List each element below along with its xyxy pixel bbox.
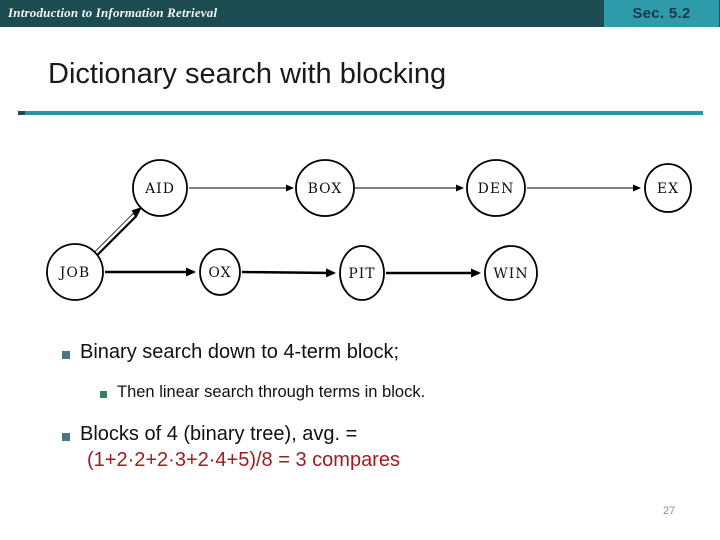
title-rule xyxy=(18,111,703,115)
node-label-den: DEN xyxy=(478,181,515,197)
node-win: WIN xyxy=(484,245,538,301)
bullet-1-text: Binary search down to 4-term block; xyxy=(80,341,400,363)
node-ex: EX xyxy=(644,163,692,213)
node-box: BOX xyxy=(295,159,355,217)
node-label-ox: OX xyxy=(208,265,231,281)
node-label-pit: PIT xyxy=(348,266,375,282)
course-title: Introduction to Information Retrieval xyxy=(8,5,218,20)
section-badge: Sec. 5.2 xyxy=(604,0,719,27)
node-aid: AID xyxy=(132,159,188,217)
node-job: JOB xyxy=(46,243,104,301)
bullet-square-2 xyxy=(100,391,107,398)
node-ox: OX xyxy=(199,248,241,296)
page-number: 27 xyxy=(663,505,676,517)
node-label-box: BOX xyxy=(308,181,343,197)
node-pit: PIT xyxy=(339,245,385,301)
slide-title: Dictionary search with blocking xyxy=(48,58,447,90)
node-label-ex: EX xyxy=(657,181,679,197)
blocking-diagram: AID BOX DEN EX JOB OX PIT WIN xyxy=(46,159,692,301)
bullet-square-1 xyxy=(62,351,70,359)
edge-job-aid-double-arrow xyxy=(93,207,142,256)
edge-ox-pit xyxy=(241,268,336,278)
node-label-aid: AID xyxy=(144,181,175,197)
header-bar: Introduction to Information Retrieval xyxy=(0,0,720,27)
bullet-3-formula: (1+2·2+2·3+2·4+5)/8 = 3 compares xyxy=(87,449,400,471)
bullet-3-line-1: Blocks of 4 (binary tree), avg. = xyxy=(80,423,358,445)
title-rule-accent xyxy=(18,111,25,115)
node-den: DEN xyxy=(466,159,526,217)
bullet-2-text: Then linear search through terms in bloc… xyxy=(117,383,426,401)
node-label-win: WIN xyxy=(493,266,528,282)
node-label-job: JOB xyxy=(58,265,90,281)
bullet-square-3 xyxy=(62,433,70,441)
